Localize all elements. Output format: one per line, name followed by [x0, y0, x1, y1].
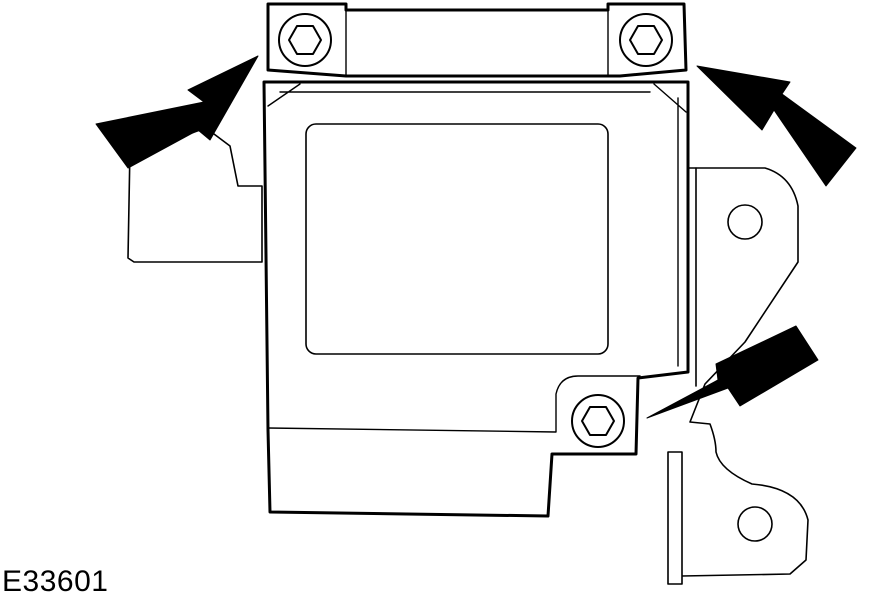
- arrow-top-left-icon: [95, 55, 259, 169]
- bracket-hole-lower: [737, 506, 773, 542]
- arrow-bottom-right-icon: [646, 325, 819, 419]
- bolt-top-right-icon: [619, 13, 673, 67]
- arrow-top-right-icon: [696, 65, 857, 187]
- figure-reference-code: E33601: [2, 565, 109, 598]
- module-top-ledge-line: [345, 9, 609, 77]
- mounting-bracket: [127, 129, 809, 585]
- retaining-bolts: [278, 13, 673, 448]
- module-label-recess: [305, 123, 609, 355]
- bracket-right-plate: [667, 167, 809, 585]
- bracket-hole-upper: [727, 204, 763, 240]
- module-top-flange: [266, 2, 688, 78]
- indicator-arrows: [95, 55, 857, 419]
- module-housing: [262, 2, 690, 518]
- bolt-top-left-icon: [278, 13, 332, 67]
- module-lower-step-line: [267, 375, 641, 433]
- module-chamfer-lines: [267, 83, 687, 367]
- bolt-bottom-icon: [571, 394, 625, 448]
